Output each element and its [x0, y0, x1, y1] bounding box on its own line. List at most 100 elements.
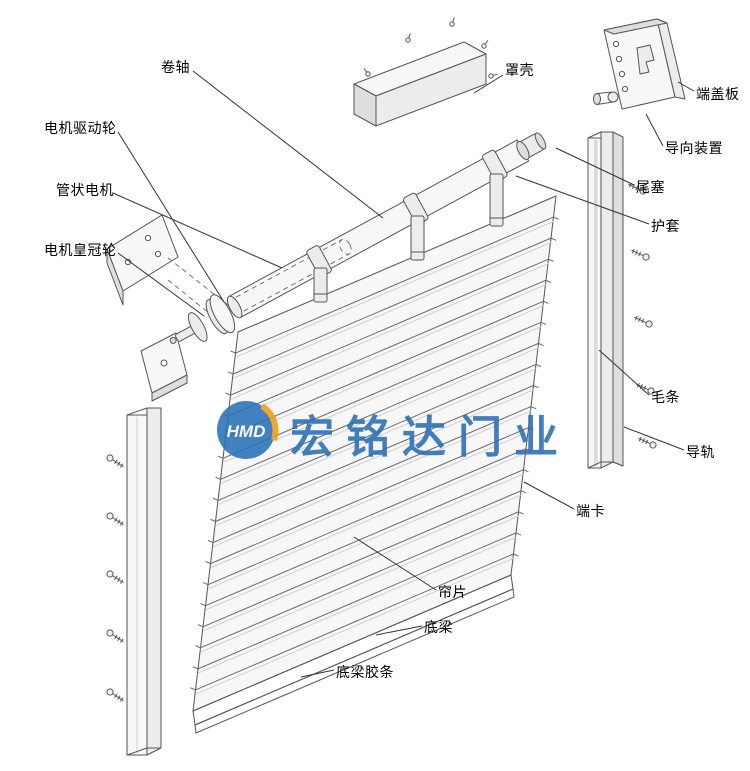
end-clip [533, 385, 539, 389]
slat-line [202, 490, 522, 628]
end-clip [528, 427, 534, 431]
cover-housing [353, 41, 487, 127]
screw-thread [117, 461, 121, 467]
leader-line-zhaoke [473, 74, 504, 94]
end-clip [525, 448, 532, 452]
screw-head [106, 688, 114, 696]
slat-shade-line [228, 283, 547, 421]
end-clip [205, 560, 211, 565]
end-clip [192, 666, 199, 670]
slat-line [195, 553, 514, 691]
screw-thread [635, 250, 638, 255]
slat-shade-line [205, 473, 525, 611]
screw-thread [117, 577, 121, 583]
hanging-straps [313, 173, 504, 303]
end-clip [212, 497, 219, 501]
curtain-slats [190, 216, 559, 695]
end-clip [215, 476, 221, 480]
motor-drive-wheel [209, 294, 236, 334]
screw-thread [641, 318, 645, 324]
screw-thread [120, 521, 124, 526]
screw-thread [114, 634, 118, 640]
slat-line [205, 469, 524, 607]
screw-head [106, 454, 114, 462]
end-clip [538, 342, 544, 347]
slat-shade-line [208, 452, 527, 590]
left-guide-rail [126, 407, 162, 756]
end-clip [520, 490, 527, 494]
leader-lines [112, 70, 695, 678]
screw-thread [114, 693, 118, 699]
end-clip [513, 553, 519, 557]
motor-crown-wheel [187, 312, 208, 342]
pin-screw-head [481, 43, 487, 49]
axis-dashed-line [167, 279, 216, 319]
strap [410, 215, 425, 261]
watermark-logo [217, 401, 275, 459]
screw-head [106, 570, 114, 578]
strap [313, 267, 328, 303]
end-clip [545, 279, 552, 283]
slat-shade-line [210, 431, 530, 569]
slat-line [225, 300, 544, 438]
plate-hole [618, 70, 626, 78]
screw-thread [114, 517, 118, 523]
slat-line [215, 385, 534, 522]
screw-thread [120, 697, 124, 702]
end-clip [210, 518, 216, 522]
end-clip [217, 455, 224, 459]
screws [106, 17, 657, 702]
plate-hole [612, 40, 620, 48]
label-jiaotiao: 底梁胶条 [336, 664, 394, 680]
bottom-rubber-strip [194, 588, 515, 734]
slat-shade-line [225, 304, 545, 442]
guide-device [636, 44, 655, 75]
screw-thread [632, 184, 635, 189]
screw-head [106, 629, 114, 637]
end-clip [190, 687, 196, 691]
end-clip [197, 624, 204, 628]
motor-bracket [106, 214, 179, 306]
slat-line [200, 511, 519, 649]
label-maotiao: 毛条 [651, 389, 680, 405]
slat-shade-line [195, 557, 515, 695]
screw-thread [631, 248, 635, 254]
slat-shade-line [220, 346, 540, 484]
end-clip [515, 532, 522, 536]
label-hutao: 护套 [651, 218, 680, 234]
bearing-hub [593, 91, 619, 105]
slat-line [220, 342, 539, 480]
pin-screw-head [488, 73, 494, 79]
end-clip [550, 237, 557, 241]
right-guide-rail [587, 131, 624, 469]
slat-shade-line [198, 536, 517, 674]
label-duangaiban: 端盖板 [696, 86, 740, 102]
end-clip [543, 300, 549, 304]
leader-line-huangguanlun [117, 252, 205, 317]
side-plate [140, 332, 188, 402]
end-clip [553, 216, 559, 220]
strap [489, 173, 504, 227]
watermark: HMD 宏铭达门业 [217, 401, 570, 462]
end-clip [227, 371, 234, 375]
end-clip [535, 363, 542, 368]
screw-thread [634, 315, 638, 321]
end-clip [540, 321, 547, 325]
pin-screw-head [365, 71, 371, 77]
screw-thread [120, 463, 124, 468]
screw-thread [638, 251, 642, 257]
screw-head [645, 320, 653, 328]
label-juanzhou: 卷轴 [161, 59, 190, 75]
label-daogui: 导轨 [686, 444, 715, 460]
screw-head [642, 253, 650, 261]
end-cover-plate [593, 18, 686, 110]
screw-thread [117, 695, 121, 701]
leader-line-qudonglun [117, 131, 225, 303]
end-clip [195, 645, 201, 649]
label-daoxiang: 导向装置 [665, 140, 723, 156]
slat-shade-line [218, 367, 537, 505]
label-weisai: 尾塞 [636, 179, 665, 195]
watermark-brand-text: 宏铭达门业 [290, 413, 570, 462]
